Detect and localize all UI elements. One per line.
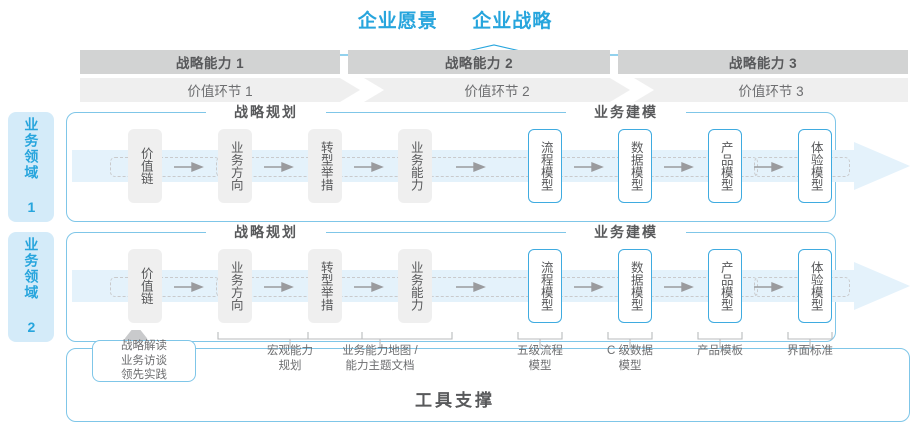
row-1-section-label-1: 战略规划 xyxy=(234,104,298,120)
capability-bar-3: 战略能力 3 xyxy=(618,50,908,74)
tool-support-title: 工具支撑 xyxy=(415,391,495,410)
bottom-label-macro-capability: 宏观能力 规划 xyxy=(267,345,313,372)
row-2-arrow-5 xyxy=(574,281,604,293)
row-1-section-title-modeling: 业务建模 xyxy=(566,103,686,121)
row-1-node-label-4: 业务能力 xyxy=(408,141,423,191)
capability-label-2: 战略能力 2 xyxy=(444,56,514,71)
enterprise-vision-title: 企业愿景 xyxy=(357,11,438,32)
business-domain-label-1: 业务领域 1 xyxy=(23,117,40,217)
row-1-section-title-planning: 战略规划 xyxy=(206,103,326,121)
row-2-node-label-7: 产品模型 xyxy=(718,261,733,311)
row-1-node-transformation-measures[interactable]: 转型举措 xyxy=(308,129,342,203)
bottom-label-group: 宏观能力 规划 业务能力地图 / 能力主题文档 五级流程 模型 C 级数据 模型… xyxy=(0,344,910,384)
value-stage-label-2: 价值环节 2 xyxy=(464,84,530,99)
business-domain-label-2: 业务领域 2 xyxy=(23,237,40,337)
row-2-node-label-5: 流程模型 xyxy=(538,261,553,311)
enterprise-strategy-title: 企业战略 xyxy=(472,11,553,32)
value-stage-label-1: 价值环节 1 xyxy=(187,84,253,99)
row-1-node-label-6: 数据模型 xyxy=(628,141,643,191)
bottom-label-ui-standard: 界面标准 xyxy=(787,345,833,357)
row-2-node-experience-model[interactable]: 体验模型 xyxy=(798,249,832,323)
value-stage-1: 价值环节 1 xyxy=(80,78,360,102)
row-2-section-title-planning: 战略规划 xyxy=(206,223,326,241)
bottom-label-product-template: 产品模板 xyxy=(697,345,743,357)
capability-bar-1: 战略能力 1 xyxy=(80,50,340,74)
row-1-node-business-capability[interactable]: 业务能力 xyxy=(398,129,432,203)
value-stage-2: 价值环节 2 xyxy=(364,78,630,102)
row-1-arrow-1 xyxy=(174,161,204,173)
row-1-node-label-7: 产品模型 xyxy=(718,141,733,191)
row-1-arrow-5 xyxy=(574,161,604,173)
bottom-label-c-level-data: C 级数据 模型 xyxy=(607,345,653,372)
row-2-arrow-2 xyxy=(264,281,294,293)
row-1-node-label-3: 转型举措 xyxy=(318,141,333,191)
row-1-flow-band xyxy=(72,142,910,190)
row-2-node-transformation-measures[interactable]: 转型举措 xyxy=(308,249,342,323)
row-2-node-data-model[interactable]: 数据模型 xyxy=(618,249,652,323)
row-2-arrow-7 xyxy=(754,281,784,293)
row-1-arrow-3 xyxy=(354,161,384,173)
row-2-node-business-capability[interactable]: 业务能力 xyxy=(398,249,432,323)
business-domain-tab-1: 业务领域 1 xyxy=(8,112,54,222)
row-2-arrow-6 xyxy=(664,281,694,293)
capability-bar-2: 战略能力 2 xyxy=(348,50,610,74)
bottom-label-five-level-process: 五级流程 模型 xyxy=(517,345,563,372)
row-1-node-data-model[interactable]: 数据模型 xyxy=(618,129,652,203)
value-stage-label-3: 价值环节 3 xyxy=(738,84,804,99)
row-1-node-label-1: 价值链 xyxy=(138,147,153,185)
row-1-arrow-6 xyxy=(664,161,694,173)
row-2-node-value-chain[interactable]: 价值链 xyxy=(128,249,162,323)
row-1-node-business-direction[interactable]: 业务方向 xyxy=(218,129,252,203)
row-2-flow-band xyxy=(72,262,910,310)
row-1-node-label-2: 业务方向 xyxy=(228,141,243,191)
row-1-node-value-chain[interactable]: 价值链 xyxy=(128,129,162,203)
domain-row-1: 价值链 业务方向 转型举措 业务能力 流程模型 数据模型 产品模型 体验模型 战… xyxy=(66,103,910,222)
row-2-arrow-3 xyxy=(354,281,384,293)
row-2-arrow-4 xyxy=(456,281,486,293)
strategy-interpretation-callout: 战略解读 业务访谈 领先实践 xyxy=(92,340,196,382)
row-1-node-product-model[interactable]: 产品模型 xyxy=(708,129,742,203)
top-title-group: 企业愿景 企业战略 xyxy=(0,6,910,33)
business-domain-tab-2: 业务领域 2 xyxy=(8,232,54,342)
row-2-node-product-model[interactable]: 产品模型 xyxy=(708,249,742,323)
capability-label-3: 战略能力 3 xyxy=(728,56,798,71)
row-2-node-label-3: 转型举措 xyxy=(318,261,333,311)
row-2-section-title-modeling: 业务建模 xyxy=(566,223,686,241)
row-1-node-process-model[interactable]: 流程模型 xyxy=(528,129,562,203)
row-1-arrow-4 xyxy=(456,161,486,173)
row-2-node-business-direction[interactable]: 业务方向 xyxy=(218,249,252,323)
capability-bar-row: 战略能力 1 战略能力 2 战略能力 3 xyxy=(0,50,910,74)
row-1-node-label-8: 体验模型 xyxy=(808,141,823,191)
row-1-node-experience-model[interactable]: 体验模型 xyxy=(798,129,832,203)
row-2-node-label-6: 数据模型 xyxy=(628,261,643,311)
capability-label-1: 战略能力 1 xyxy=(175,56,245,71)
row-2-section-label-1: 战略规划 xyxy=(234,224,298,240)
row-2-node-process-model[interactable]: 流程模型 xyxy=(528,249,562,323)
bottom-label-capability-map: 业务能力地图 / 能力主题文档 xyxy=(342,345,418,372)
row-2-node-label-1: 价值链 xyxy=(138,267,153,305)
row-2-arrow-1 xyxy=(174,281,204,293)
row-1-arrow-2 xyxy=(264,161,294,173)
row-2-node-label-8: 体验模型 xyxy=(808,261,823,311)
row-1-node-label-5: 流程模型 xyxy=(538,141,553,191)
row-2-node-label-2: 业务方向 xyxy=(228,261,243,311)
row-2-node-label-4: 业务能力 xyxy=(408,261,423,311)
row-2-section-label-2: 业务建模 xyxy=(594,224,658,240)
domain-row-2: 价值链 业务方向 转型举措 业务能力 流程模型 数据模型 产品模型 体验模型 战… xyxy=(66,223,910,342)
row-1-section-label-2: 业务建模 xyxy=(594,104,658,120)
value-stage-row: 价值环节 1 价值环节 2 价值环节 3 xyxy=(0,78,910,102)
value-stage-3: 价值环节 3 xyxy=(634,78,908,102)
row-1-arrow-7 xyxy=(754,161,784,173)
